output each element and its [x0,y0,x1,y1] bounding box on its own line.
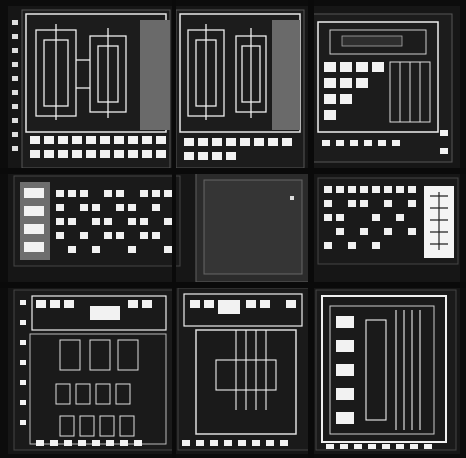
cell-middle-center [195,171,311,283]
cell-bottom-left [13,289,175,451]
cell-bottom-middle [177,287,311,451]
cell-middle-left [13,175,181,267]
cell-top-left [12,9,171,169]
cell-top-right [311,13,453,163]
cell-bottom-right [315,289,457,451]
cell-middle-right [317,177,459,265]
cell-top-middle [175,9,305,169]
